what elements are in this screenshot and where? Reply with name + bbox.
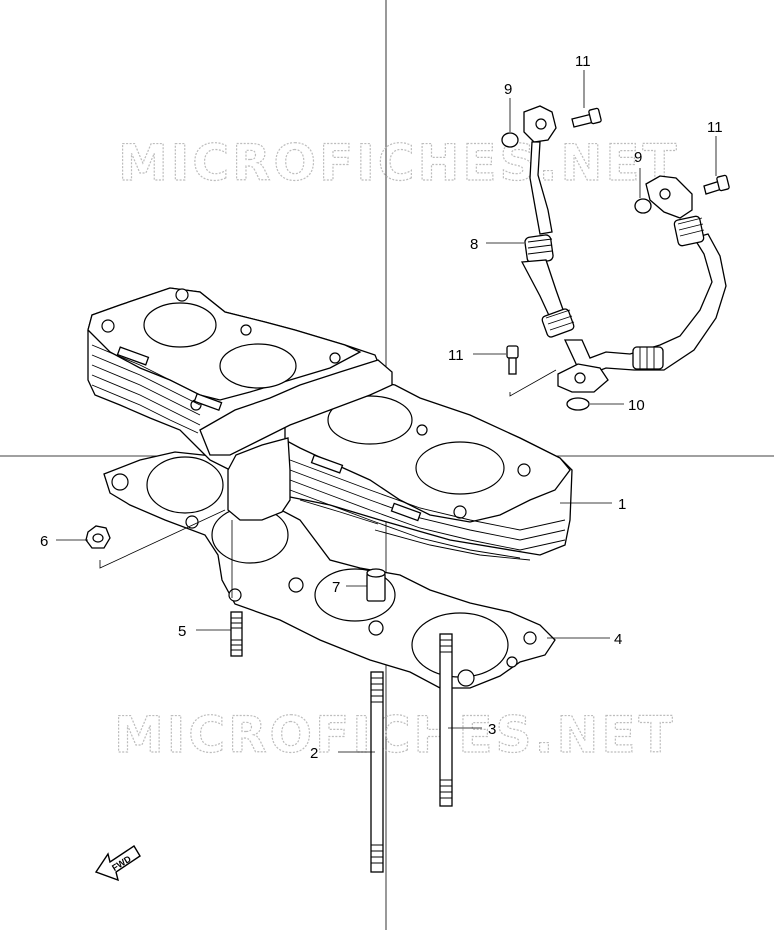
dowel-pin-7 [366,568,386,602]
fwd-arrow-icon: FWD [94,845,141,882]
leader-lines [56,70,717,753]
callout-11a: 11 [575,53,591,70]
callout-7: 7 [332,579,340,596]
callout-11b: 11 [707,119,723,136]
oil-pipe [520,105,727,393]
callout-9a: 9 [504,81,512,98]
bolt-11c [506,345,519,375]
callout-9b: 9 [634,149,642,166]
o-ring-9b [634,198,652,214]
watermark-top: MICROFICHES.NET [118,134,680,192]
o-ring-10 [566,397,590,411]
callout-6: 6 [40,533,48,550]
watermark-bottom: MICROFICHES.NET [114,706,676,764]
callout-2: 2 [310,745,318,762]
bolt-11a [571,107,602,128]
nut-6 [85,525,111,549]
callout-4: 4 [614,631,622,648]
callout-11c: 11 [448,347,464,364]
callout-1: 1 [618,496,626,513]
stud-bolt-3 [439,633,453,807]
callout-5: 5 [178,623,186,640]
cylinder-block [87,287,573,561]
callout-10: 10 [628,397,645,414]
bolt-11b [703,174,730,195]
stud-bolt-2 [370,671,384,873]
o-ring-9a [501,132,519,148]
callout-8: 8 [470,236,478,253]
callout-3: 3 [488,721,496,738]
stud-bolt-5 [230,611,243,657]
